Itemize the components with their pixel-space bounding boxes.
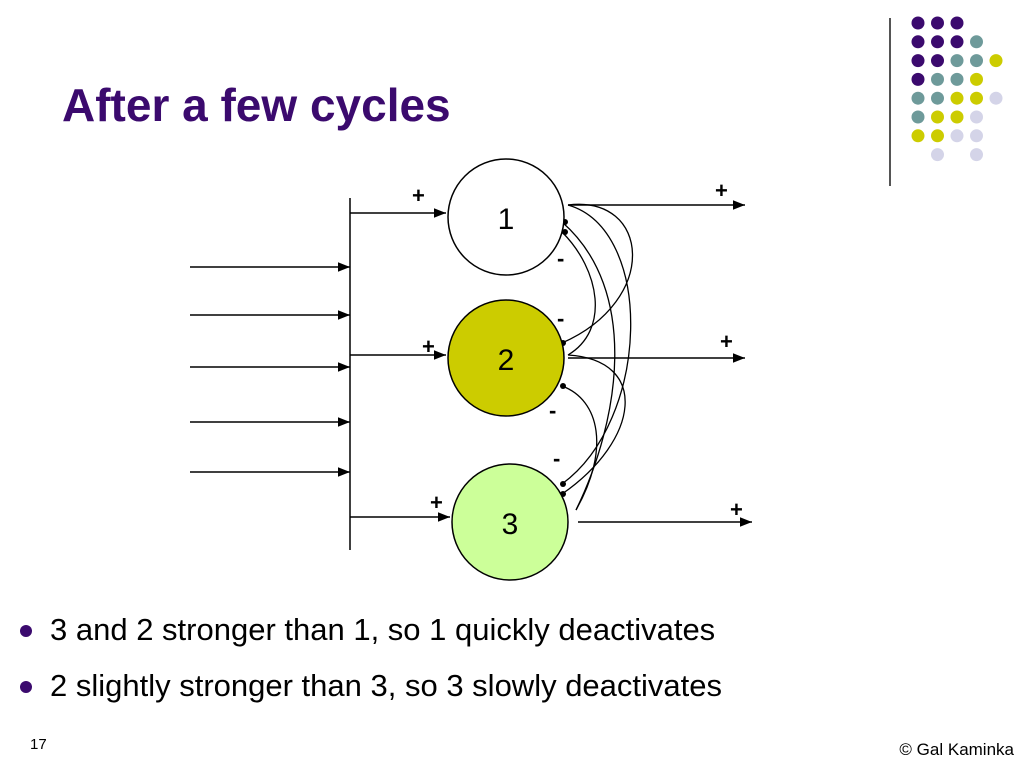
decor-dot <box>931 91 944 105</box>
decor-dot <box>911 129 925 143</box>
decor-dot <box>950 110 964 124</box>
decor-dot <box>931 129 944 143</box>
bullet-list: 3 and 2 stronger than 1, so 1 quickly de… <box>18 608 722 720</box>
inhibition-endpoint <box>562 229 568 235</box>
inhibition-minus-sign: - <box>549 398 556 423</box>
decor-dot <box>950 54 964 68</box>
inhibition-minus-sign: - <box>557 246 564 271</box>
decor-dot <box>970 129 983 143</box>
input-plus-sign: + <box>412 183 425 208</box>
node-3-circle <box>451 463 569 581</box>
input-plus-sign: + <box>430 490 443 515</box>
inhibition-connection <box>561 204 632 485</box>
node-3: 3 <box>451 463 569 581</box>
bullet-item: 2 slightly stronger than 3, so 3 slowly … <box>18 664 722 720</box>
decorative-divider <box>889 18 891 186</box>
decor-dot <box>931 16 944 30</box>
page-title: After a few cycles <box>62 79 451 131</box>
decor-dot <box>911 72 925 86</box>
decor-dot <box>931 148 944 162</box>
output-plus-sign: + <box>730 497 743 522</box>
inhibition-minus-sign: - <box>557 306 564 331</box>
decor-dot <box>970 110 983 124</box>
decor-dot <box>950 72 964 86</box>
inhibition-connection <box>561 231 596 356</box>
decor-dot <box>950 91 964 105</box>
decorative-dot-pattern <box>911 16 1003 162</box>
bullet-icon <box>20 681 32 693</box>
node-2-label: 2 <box>498 344 515 377</box>
decor-dot <box>989 91 1003 105</box>
inhibition-minus-sign: - <box>553 446 560 471</box>
decor-dot <box>989 54 1003 68</box>
node-1: 1 <box>447 158 565 276</box>
bullet-item: 3 and 2 stronger than 1, so 1 quickly de… <box>18 608 722 664</box>
decor-dot <box>911 91 925 105</box>
output-plus-sign: + <box>720 329 733 354</box>
decor-dot <box>931 35 944 49</box>
copyright-notice: © Gal Kaminka <box>899 740 1014 759</box>
node-3-label: 3 <box>502 508 519 541</box>
bullet-text: 3 and 2 stronger than 1, so 1 quickly de… <box>50 612 716 647</box>
neural-network-diagram: 1 2 3 + + + + + + - - - - <box>190 158 752 581</box>
decor-dot <box>911 16 925 30</box>
inhibition-connection <box>561 203 634 344</box>
node-2: 2 <box>447 299 565 417</box>
node-1-label: 1 <box>498 203 515 236</box>
decor-dot <box>931 110 944 124</box>
decor-dot <box>970 91 983 105</box>
decor-dot <box>970 35 983 49</box>
decor-dot <box>970 72 983 86</box>
decor-dot <box>931 54 944 68</box>
decor-dot <box>950 35 964 49</box>
decor-dot <box>911 35 925 49</box>
input-plus-sign: + <box>422 334 435 359</box>
decor-dot <box>970 148 983 162</box>
bullet-text: 2 slightly stronger than 3, so 3 slowly … <box>50 668 723 703</box>
decor-dot <box>911 110 925 124</box>
inhibition-connection <box>561 354 626 495</box>
decor-dot <box>970 54 983 68</box>
slide-number: 17 <box>30 736 47 753</box>
inhibition-connection <box>561 385 598 511</box>
inhibition-endpoint <box>560 383 566 389</box>
node-1-circle <box>447 158 565 276</box>
decor-dot <box>931 72 944 86</box>
bullet-icon <box>20 625 32 637</box>
decor-dot <box>950 16 964 30</box>
decor-dot <box>911 54 925 68</box>
inhibition-endpoint <box>560 481 566 487</box>
decor-dot <box>950 129 964 143</box>
node-2-circle <box>447 299 565 417</box>
output-plus-sign: + <box>715 178 728 203</box>
